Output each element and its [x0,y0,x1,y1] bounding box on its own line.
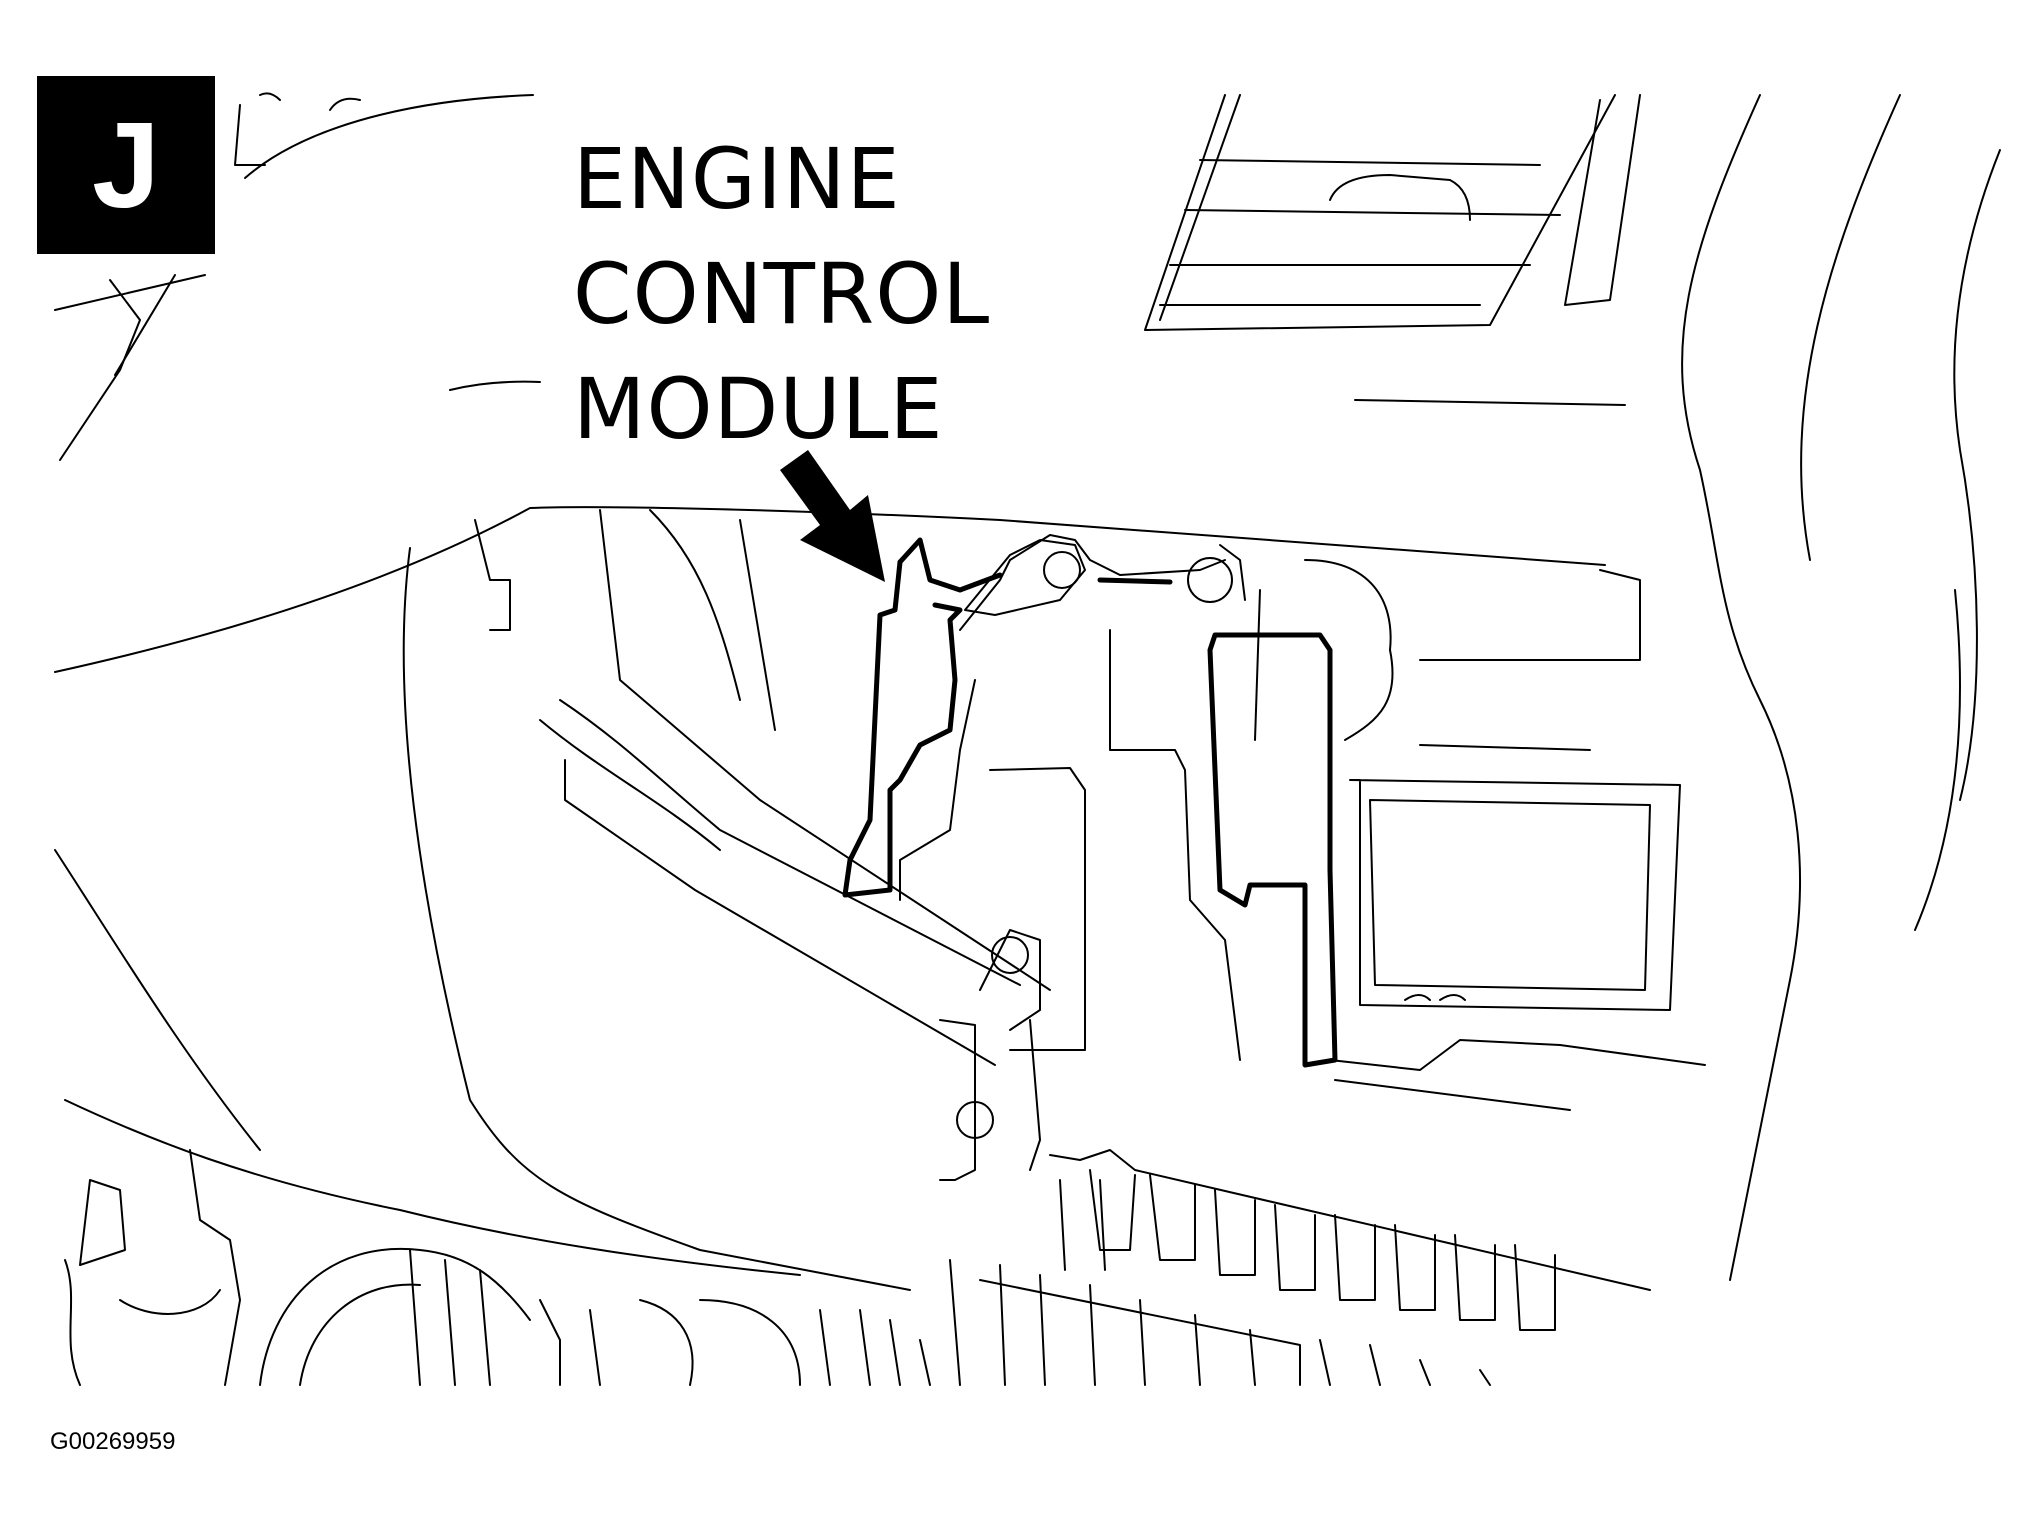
page-badge: J [37,76,215,254]
fuse-block [889,1149,1651,1386]
dashboard-lower-panel [54,506,1606,1291]
trim-fragments-top-left [54,92,541,461]
bracket-bolts [964,539,1246,616]
right-panel-curves [1681,94,2001,1281]
lower-left-components [64,1149,871,1386]
arrow-icon [780,450,885,582]
engine-control-module-outline [842,537,1338,1068]
callout-line-2: CONTROL [573,245,991,343]
air-vent [1144,94,1641,406]
figure-id: G00269959 [50,1428,176,1455]
module-bracket [899,534,1241,1181]
component-callout: ENGINE CONTROL MODULE [573,122,990,467]
callout-line-1: ENGINE [573,130,901,228]
adjacent-components [1254,559,1706,1111]
callout-line-3: MODULE [573,360,944,458]
